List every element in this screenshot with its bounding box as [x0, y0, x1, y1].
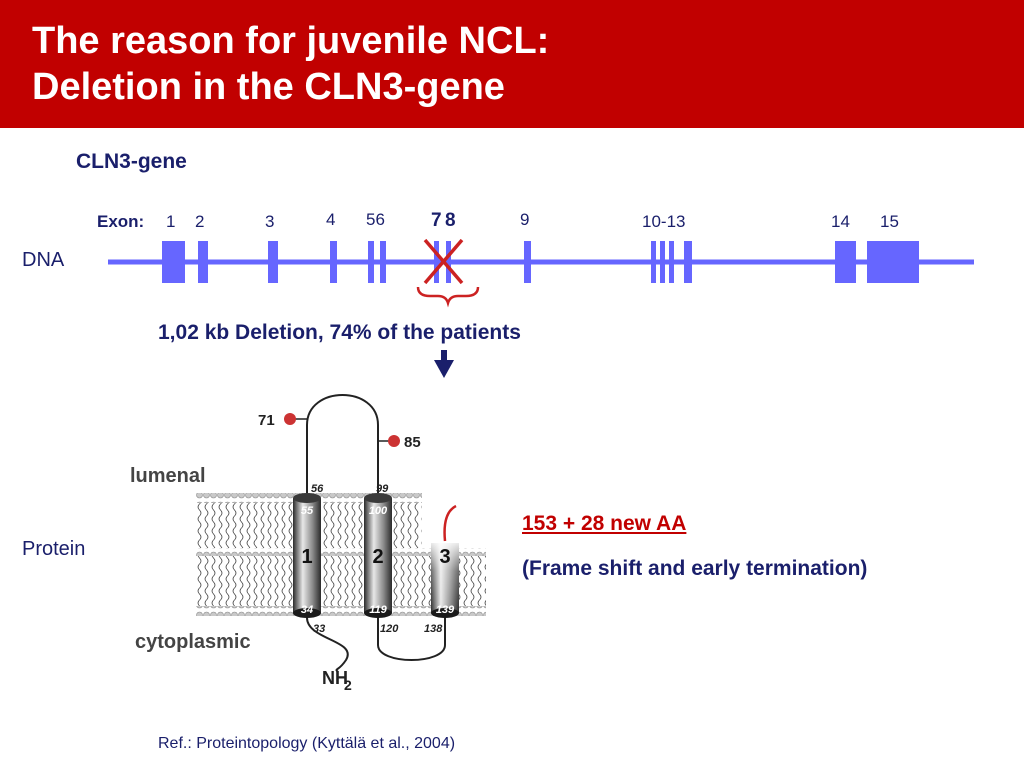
exon-number-7: 7 — [431, 210, 442, 231]
new-aa-tail — [443, 504, 457, 542]
exon-block-2 — [198, 241, 208, 283]
exon-block-15 — [867, 241, 919, 283]
helix-2-cylinder — [364, 493, 392, 618]
new-aa-text: 153 + 28 new AA — [522, 512, 687, 535]
exon-number-10-13: 10-13 — [642, 212, 686, 231]
residue-120: 120 — [380, 623, 399, 635]
site-71-dot — [284, 413, 296, 425]
residue-55: 55 — [301, 505, 314, 517]
frameshift-text: (Frame shift and early termination) — [522, 557, 868, 580]
protein-label: Protein — [22, 538, 86, 560]
exon-number-56: 56 — [366, 210, 385, 229]
exon-block-6 — [380, 241, 386, 283]
exon-block-1 — [162, 241, 185, 283]
helix-2-number: 2 — [372, 546, 383, 568]
exon-block-5 — [368, 241, 374, 283]
exon-block-12 — [669, 241, 674, 283]
deletion-x-mark — [423, 238, 464, 285]
site-71-label: 71 — [258, 412, 275, 429]
nh2-subscript: 2 — [344, 677, 352, 693]
title-banner: The reason for juvenile NCL: Deletion in… — [0, 0, 1024, 128]
helix-3-number: 3 — [439, 546, 450, 568]
helix-3-cylinder — [431, 543, 459, 618]
exon-block-8 — [446, 241, 451, 283]
exon-block-14 — [835, 241, 856, 283]
exon-number-1: 1 — [166, 212, 176, 231]
helix-1-cylinder — [293, 493, 321, 618]
cytoplasmic-label: cytoplasmic — [135, 631, 251, 653]
residue-33: 33 — [313, 623, 325, 635]
slide-title-line2: Deletion in the CLN3-gene — [32, 66, 505, 108]
lumenal-loop — [306, 394, 379, 493]
reference-text: Ref.: Proteintopology (Kyttälä et al., 2… — [158, 735, 456, 752]
nh2-label: NH — [322, 668, 348, 688]
deletion-brace — [416, 286, 480, 308]
site-85-dot — [388, 435, 400, 447]
residue-100: 100 — [369, 505, 388, 517]
lumenal-label: lumenal — [130, 465, 206, 487]
residue-138: 138 — [424, 623, 443, 635]
exon-block-7 — [434, 241, 439, 283]
exon-number-4: 4 — [326, 210, 336, 229]
exon-number-2: 2 — [195, 212, 205, 231]
slide-title-line1: The reason for juvenile NCL: — [32, 20, 550, 62]
gene-heading: CLN3-gene — [76, 150, 187, 173]
exon-number-8: 8 — [445, 210, 456, 231]
exon-block-11 — [660, 241, 665, 283]
site-85-label: 85 — [404, 434, 421, 451]
exon-number-3: 3 — [265, 212, 275, 231]
deletion-caption: 1,02 kb Deletion, 74% of the patients — [158, 321, 521, 344]
residue-119: 119 — [369, 604, 387, 616]
exon-number-15: 15 — [880, 212, 899, 231]
residue-56: 56 — [311, 483, 324, 495]
exon-block-3 — [268, 241, 278, 283]
residue-99: 99 — [376, 483, 389, 495]
down-arrow-icon — [434, 350, 454, 378]
dna-label: DNA — [22, 249, 65, 271]
exon-block-4 — [330, 241, 337, 283]
exon-block-10 — [651, 241, 656, 283]
dna-strand — [108, 241, 974, 283]
cytoplasmic-loop — [377, 617, 446, 661]
exon-label: Exon: — [97, 212, 145, 231]
exon-block-9 — [524, 241, 531, 283]
exon-block-13 — [684, 241, 692, 283]
exon-number-14: 14 — [831, 212, 850, 231]
helix-1-number: 1 — [301, 546, 312, 568]
n-terminal-tail — [305, 616, 349, 673]
residue-139: 139 — [436, 604, 455, 616]
residue-34: 34 — [301, 604, 313, 616]
exon-number-9: 9 — [520, 210, 530, 229]
